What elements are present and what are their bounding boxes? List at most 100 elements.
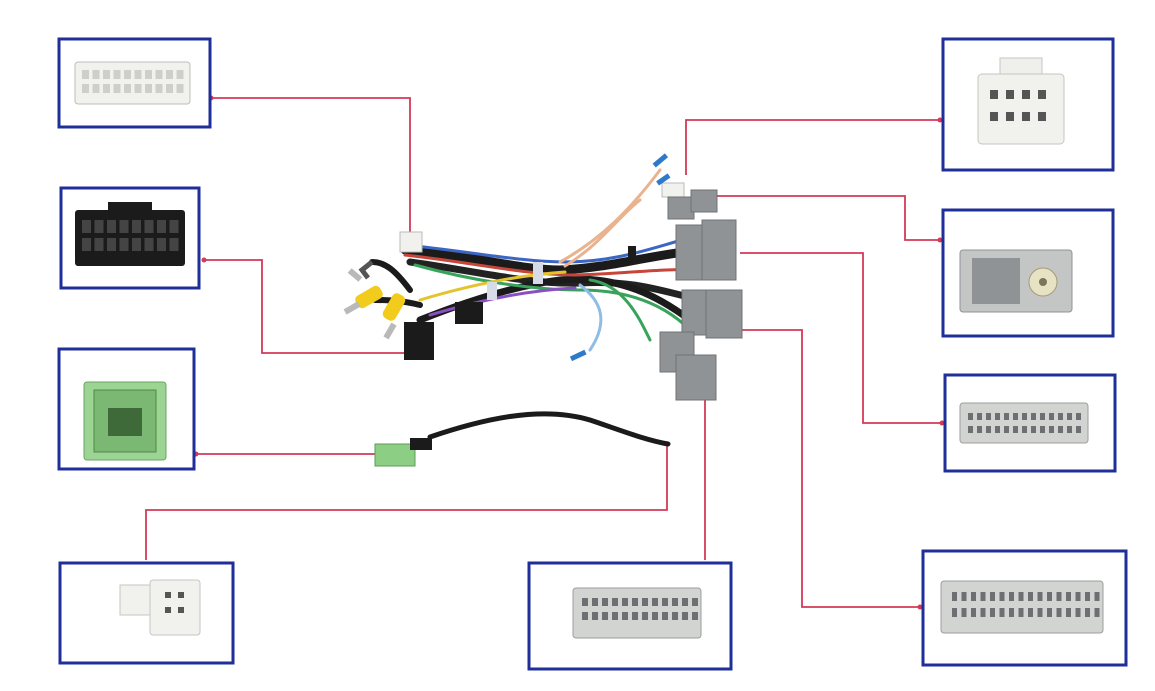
connector-pin: [995, 413, 1000, 420]
connector-pin: [582, 612, 588, 620]
connector-pin: [132, 220, 141, 233]
connector-pin: [176, 84, 184, 93]
connector-pin: [1022, 426, 1027, 433]
lead-end-dot: [937, 237, 943, 243]
connector-pin: [990, 112, 998, 121]
connector-pin: [952, 592, 957, 601]
connector-pin: [961, 592, 967, 601]
connector-pin: [632, 612, 638, 620]
lead-line-gray-large: [730, 329, 920, 608]
connector-pin: [662, 598, 668, 606]
connector-pin: [622, 598, 628, 606]
callout-gray-wide-pin-connector: [527, 561, 733, 671]
connector-pin: [82, 70, 89, 79]
connector-pin: [1018, 608, 1024, 617]
connector-pin: [103, 84, 110, 93]
lead-end-dot: [939, 420, 945, 426]
connector-pin: [1066, 608, 1071, 617]
connector-pin: [612, 598, 618, 606]
connector-pin: [1031, 426, 1036, 433]
connector-pin: [582, 598, 588, 606]
connector-pin: [145, 84, 152, 93]
harness-small-black-plug: [455, 302, 483, 324]
green-usb-plug: [374, 438, 432, 467]
connector-pin: [103, 70, 110, 79]
connector-pin: [682, 598, 688, 606]
connector-pin: [1009, 592, 1014, 601]
callout-gray-antenna-connector: [941, 208, 1115, 338]
connector-pin: [1018, 592, 1024, 601]
connector-pin: [672, 612, 678, 620]
connector-pin: [82, 220, 91, 233]
connector-pin: [602, 598, 608, 606]
connector-pin: [1028, 608, 1033, 617]
lead-line-white-20-pin: [211, 97, 411, 240]
connector-pin: [166, 70, 173, 79]
connector-pin: [1058, 426, 1063, 433]
connector-pin: [1094, 608, 1100, 617]
connector-pin: [169, 238, 179, 251]
connector-pin: [1038, 90, 1046, 99]
lead-line-gray-24-pin: [740, 252, 942, 424]
connector-pin: [990, 592, 995, 601]
connector-pin: [1031, 413, 1036, 420]
connector-pin: [968, 413, 973, 420]
lead-line-black-16-pin: [204, 259, 410, 354]
connector-pin: [107, 220, 116, 233]
connector-pin: [632, 598, 638, 606]
connector-pin: [692, 598, 698, 606]
connector-pin: [592, 598, 598, 606]
connector-pin: [1076, 413, 1081, 420]
connector-pin: [971, 608, 976, 617]
lead-end-dot: [917, 604, 923, 610]
connector-pin: [980, 592, 986, 601]
connector-pin: [1004, 413, 1009, 420]
connector-pin: [652, 612, 658, 620]
connector-pin: [1006, 90, 1014, 99]
lead-line-white-small: [145, 446, 668, 560]
callout-black-16-pin-iso-connector: [59, 186, 201, 290]
connector-pin: [1058, 413, 1063, 420]
connector-pin: [1028, 592, 1033, 601]
connector-pin: [1066, 592, 1071, 601]
connector-pin: [1067, 426, 1072, 433]
callout-gray-large-pin-connector: [921, 549, 1128, 667]
connector-pin: [107, 238, 116, 251]
connector-pin: [682, 612, 688, 620]
callout-white-20-pin-connector: [57, 37, 212, 129]
connector-pin: [134, 84, 142, 93]
connector-pin: [1022, 90, 1030, 99]
connector-pin: [144, 220, 154, 233]
lead-lines: [145, 95, 945, 610]
connector-pin: [612, 612, 618, 620]
connector-pin: [92, 70, 100, 79]
connector-pin: [602, 612, 608, 620]
connector-pin: [119, 238, 129, 251]
connector-pin: [1056, 592, 1062, 601]
connector-pin: [995, 426, 1000, 433]
gray-connector-stack: [659, 189, 743, 401]
harness-white-plug: [399, 231, 423, 253]
connector-pin: [977, 426, 982, 433]
rca-plugs: [343, 260, 406, 340]
lead-line-gray-antenna: [715, 195, 940, 241]
connector-pin: [971, 592, 976, 601]
callout-gray-24-pin-connector: [943, 373, 1117, 473]
connector-pin: [124, 70, 131, 79]
connector-pin: [990, 90, 998, 99]
connector-pin: [1006, 112, 1014, 121]
connector-pin: [132, 238, 141, 251]
connector-pin: [1013, 413, 1018, 420]
lead-line-white-8-pin: [685, 119, 940, 175]
connector-pin: [176, 70, 184, 79]
connector-pin: [980, 608, 986, 617]
connector-pin: [124, 84, 131, 93]
connector-pin: [662, 612, 668, 620]
connector-pin: [144, 238, 154, 251]
connector-pin: [157, 238, 166, 251]
connector-pin: [94, 238, 104, 251]
connector-pin: [1038, 112, 1046, 121]
connector-pin: [1076, 426, 1081, 433]
connector-pin: [1037, 608, 1043, 617]
connector-pin: [961, 608, 967, 617]
